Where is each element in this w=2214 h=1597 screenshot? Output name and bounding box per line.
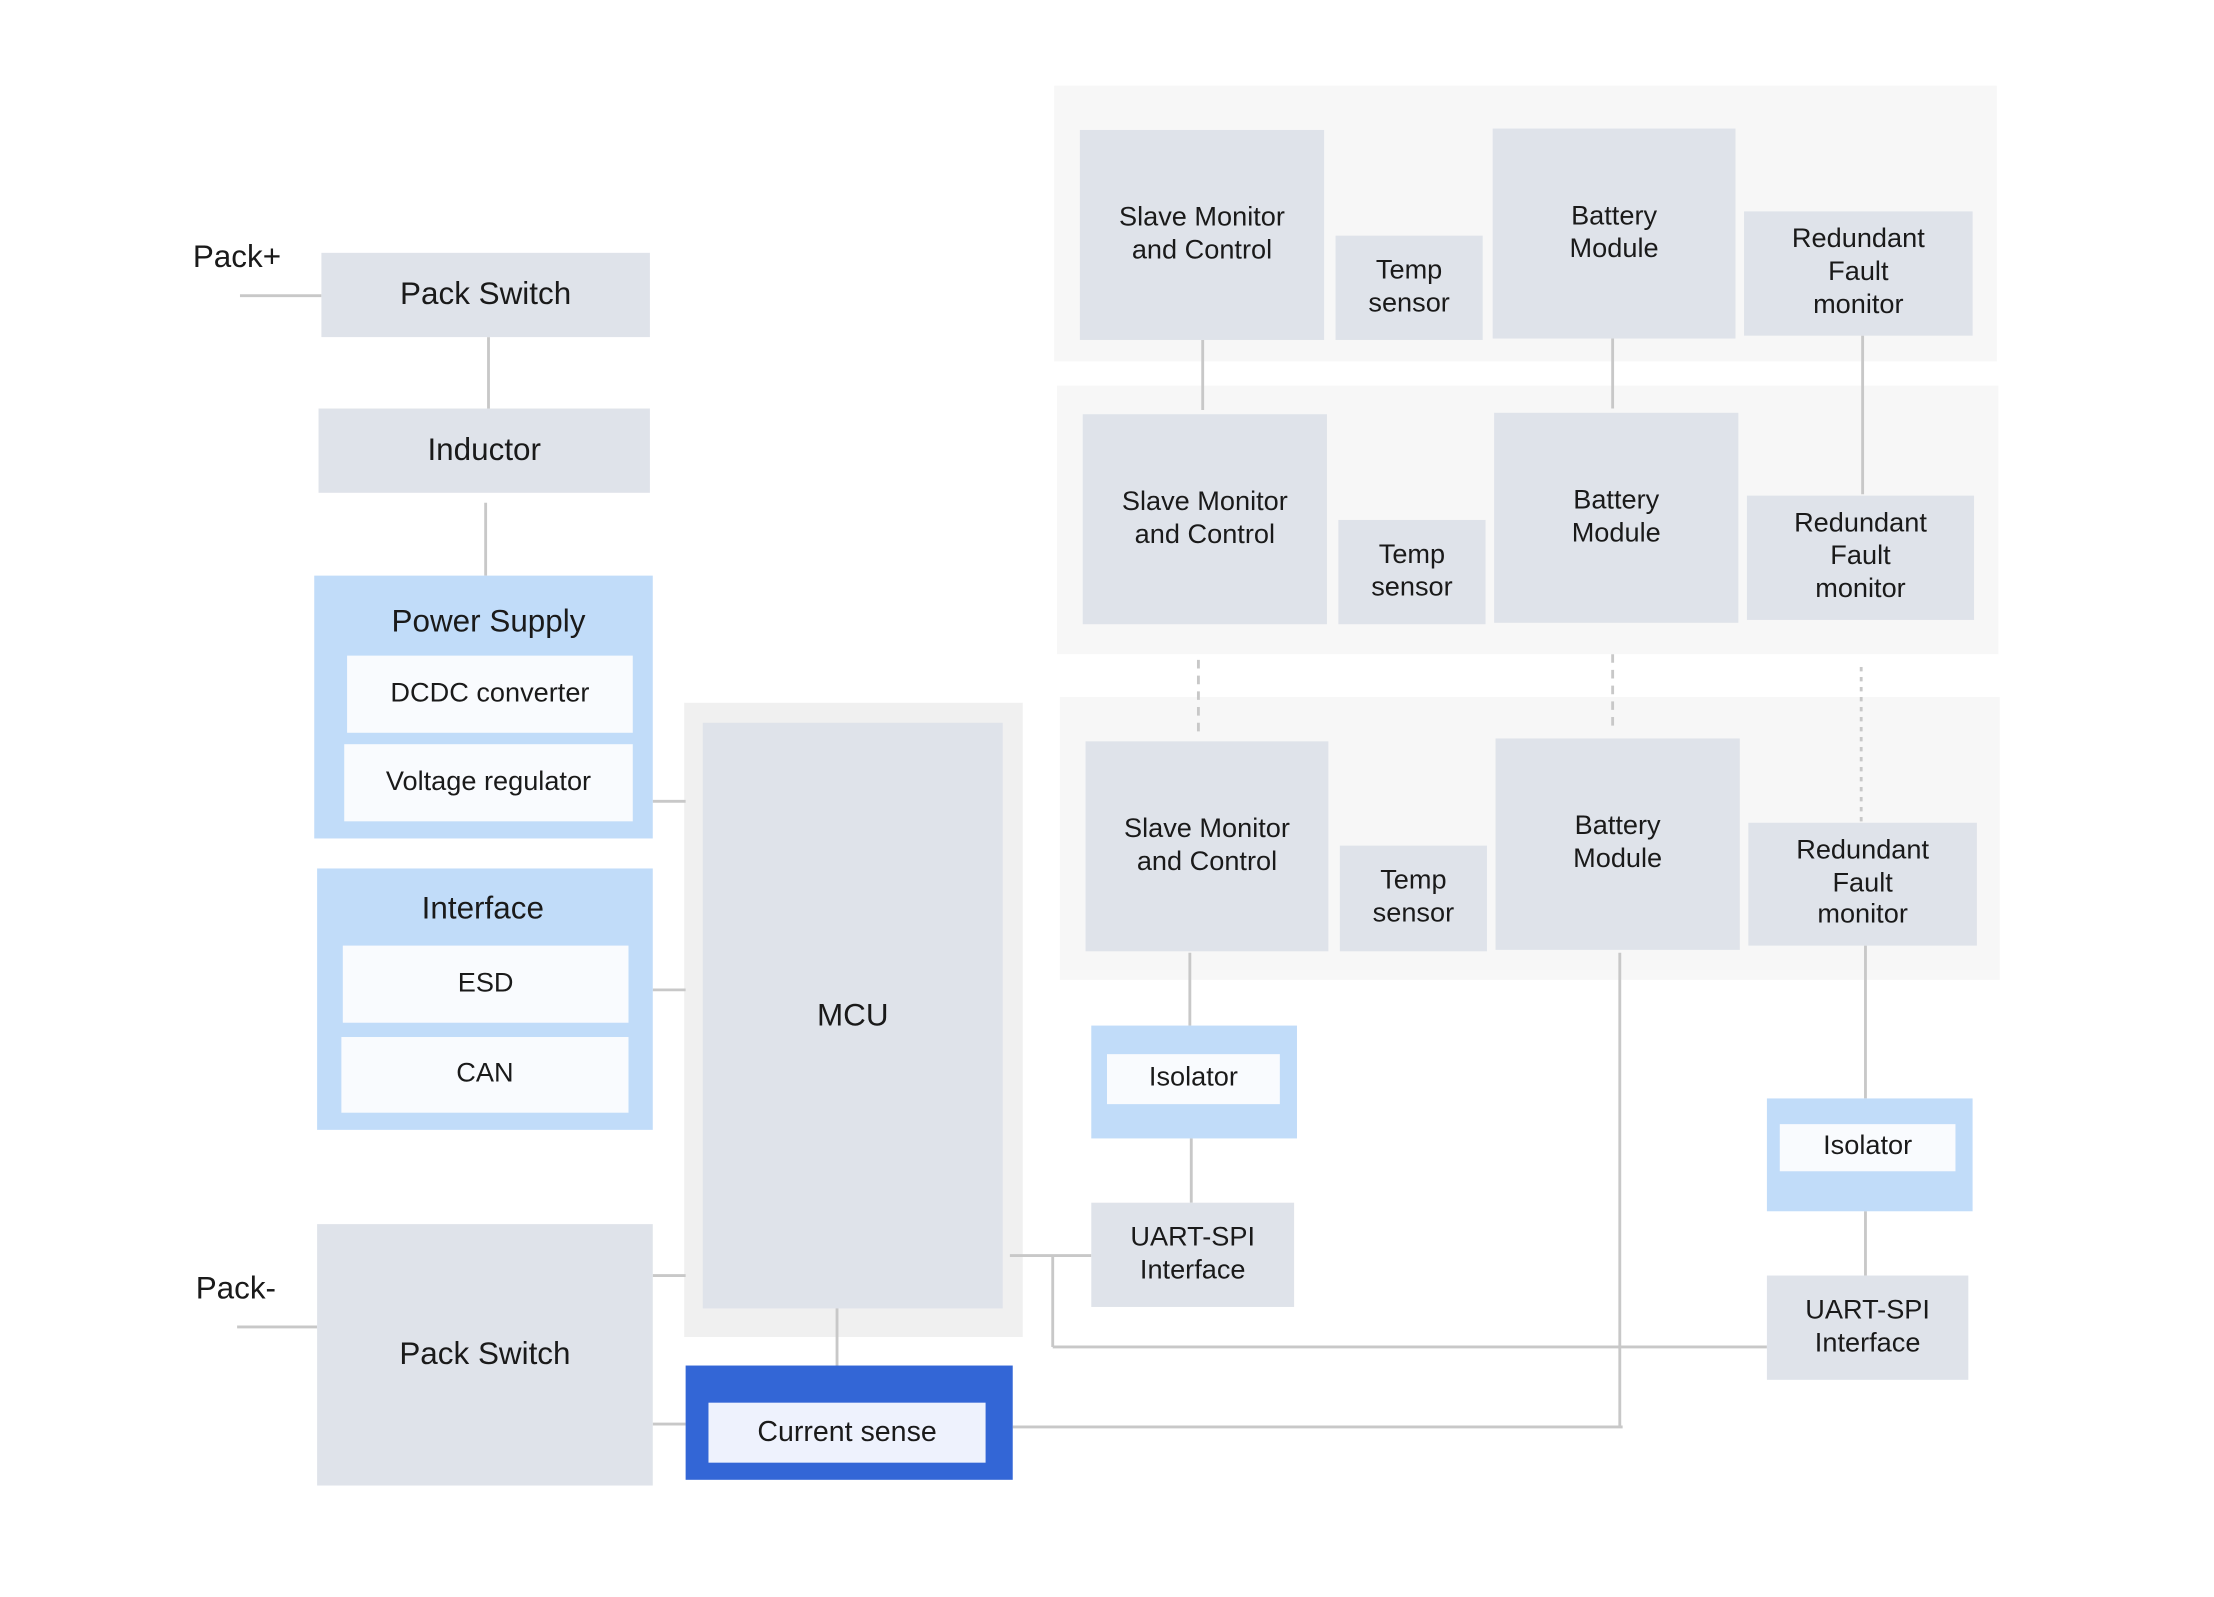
redundant-fault-monitor-3: Redundant Fault monitor — [1748, 822, 1977, 946]
power-supply-title: Power Supply — [391, 602, 586, 639]
isolator-2-label: Isolator — [1779, 1124, 1956, 1172]
redundant-fault-monitor-1: Redundant Fault monitor — [1744, 211, 1973, 336]
voltage-regulator-block: Voltage regulator — [344, 744, 633, 822]
power-supply-block: Power Supply DCDC converter Voltage regu… — [314, 575, 653, 839]
battery-module-1: Battery Module — [1492, 128, 1736, 339]
slave-monitor-2: Slave Monitor and Control — [1082, 414, 1327, 625]
uart-spi-interface-1: UART-SPI Interface — [1091, 1202, 1295, 1307]
slave-monitor-3: Slave Monitor and Control — [1085, 741, 1329, 952]
slave-monitor-1: Slave Monitor and Control — [1079, 129, 1325, 340]
dcdc-converter-block: DCDC converter — [347, 655, 633, 733]
esd-block: ESD — [342, 945, 629, 1023]
pack-minus-label: Pack- — [195, 1269, 277, 1306]
isolator-1-label: Isolator — [1107, 1054, 1280, 1105]
battery-module-2: Battery Module — [1494, 412, 1739, 623]
temp-sensor-1: Temp sensor — [1335, 235, 1483, 340]
temp-sensor-3: Temp sensor — [1339, 845, 1487, 952]
battery-module-3: Battery Module — [1495, 738, 1740, 950]
pack-switch-bottom: Pack Switch — [317, 1224, 653, 1486]
pack-plus-label: Pack+ — [192, 238, 282, 275]
uart-spi-interface-2: UART-SPI Interface — [1766, 1275, 1969, 1380]
temp-sensor-2: Temp sensor — [1338, 519, 1486, 625]
current-sense-block: Current sense — [685, 1365, 1013, 1480]
interface-block: Interface ESD CAN — [317, 868, 653, 1130]
mcu-block: MCU — [702, 722, 1003, 1309]
interface-title: Interface — [421, 889, 544, 926]
isolator-2: Isolator — [1766, 1098, 1973, 1212]
isolator-1: Isolator — [1091, 1025, 1297, 1139]
can-block: CAN — [341, 1037, 629, 1113]
redundant-fault-monitor-2: Redundant Fault monitor — [1746, 495, 1975, 620]
pack-switch-top: Pack Switch — [321, 252, 650, 338]
inductor-block: Inductor — [318, 408, 650, 493]
current-sense-label: Current sense — [708, 1402, 986, 1463]
